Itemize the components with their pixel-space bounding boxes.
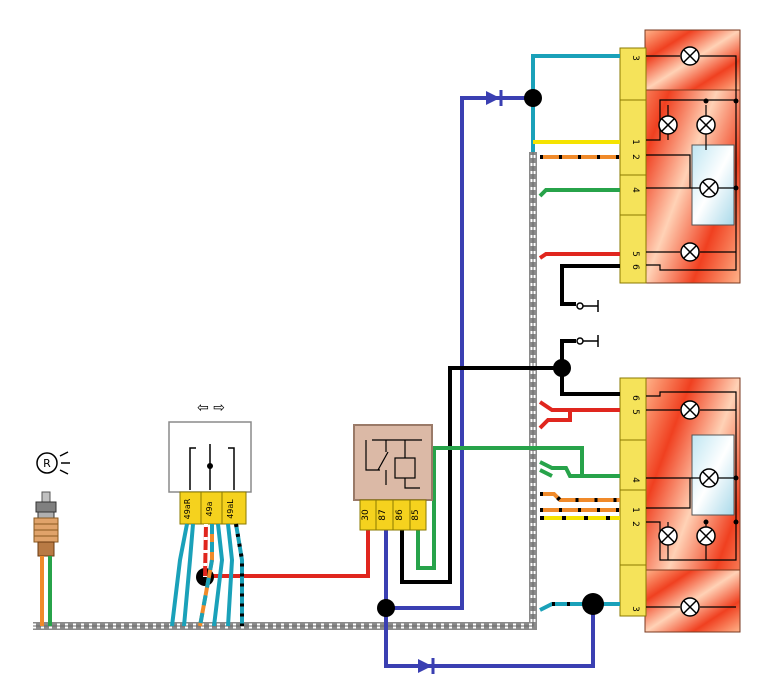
relay: 30 87 86 85 xyxy=(353,424,433,531)
upper-pin-label: 6 xyxy=(630,264,640,270)
lower-pin-label: 6 xyxy=(630,395,640,401)
lamp-icon xyxy=(680,597,700,617)
switch-pin-label: 49aR xyxy=(183,498,192,519)
diode-icon xyxy=(486,90,503,106)
lamp-icon xyxy=(696,115,716,135)
lower-pin-label: 1 xyxy=(630,507,640,513)
upper-pin-label: 2 xyxy=(630,154,640,160)
switch-icon xyxy=(576,300,599,347)
lower-pin-label: 5 xyxy=(630,409,640,415)
relay-pin-label: 86 xyxy=(395,509,405,521)
svg-text:R: R xyxy=(43,457,51,470)
relay-wires xyxy=(205,96,595,668)
lower-pin-label: 2 xyxy=(630,521,640,527)
lower-lamp-block: 6 5 4 1 2 3 xyxy=(619,377,741,633)
upper-pin-label: 5 xyxy=(630,251,640,257)
upper-pin-label: 4 xyxy=(630,187,640,193)
reverse-light-switch: R xyxy=(33,451,70,626)
upper-block-wires xyxy=(531,54,620,306)
relay-pin-label: 87 xyxy=(378,509,388,520)
switch-pin-label: 49aL xyxy=(226,499,235,519)
reverse-light-icon: R xyxy=(36,451,70,475)
lamp-icon xyxy=(658,526,678,546)
lamp-icon xyxy=(680,242,700,262)
switch-pin-label: 49a xyxy=(205,501,214,516)
turn-arrows-icon: ⇦ ⇨ xyxy=(197,400,225,416)
lamp-icon xyxy=(699,468,719,488)
upper-lamp-block: 3 1 2 4 5 6 xyxy=(619,29,741,284)
lamp-icon xyxy=(658,115,678,135)
relay-pin-label: 85 xyxy=(411,509,421,520)
lamp-icon xyxy=(699,178,719,198)
lower-pin-label: 4 xyxy=(630,477,640,483)
relay-pin-label: 30 xyxy=(361,509,371,521)
lamp-icon xyxy=(696,526,716,546)
upper-pin-label: 1 xyxy=(630,139,640,145)
switch-wires xyxy=(170,523,244,627)
upper-pin-label: 3 xyxy=(630,55,640,61)
lamp-icon xyxy=(680,46,700,66)
turn-switch-unit: ⇦ ⇨ 49aR 49a 49aL xyxy=(168,400,252,525)
lower-pin-label: 3 xyxy=(630,606,640,612)
wire-harness xyxy=(33,152,537,630)
lamp-icon xyxy=(680,400,700,420)
diode-icon xyxy=(418,658,435,674)
